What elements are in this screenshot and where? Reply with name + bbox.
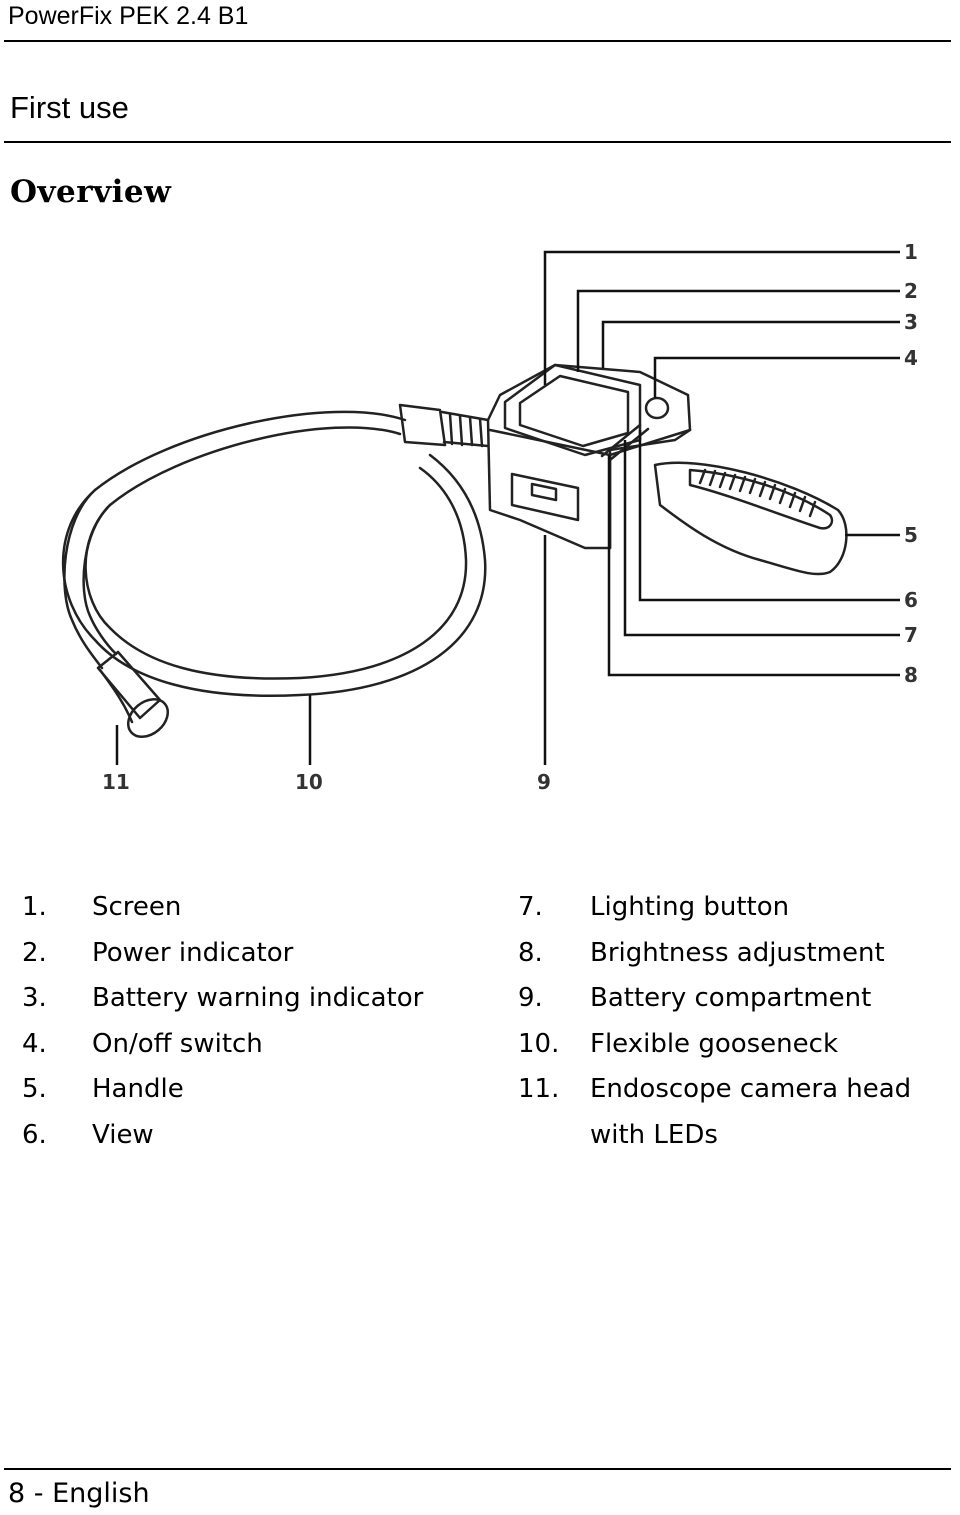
legend-item: 11. Endoscope camera head: [518, 1067, 948, 1113]
legend-item-label: Power indicator: [92, 937, 294, 968]
handle-shape: [653, 461, 848, 576]
handle-grip: [688, 468, 834, 530]
callout-line-4: [653, 356, 900, 398]
cable-connector: [398, 403, 447, 447]
legend-item-number: 8.: [518, 937, 543, 968]
legend-item: 9. Battery compartment: [518, 976, 948, 1022]
page-footer: 8 - English: [8, 1478, 150, 1509]
overview-heading: Overview: [10, 174, 172, 210]
callout-number-9: 9: [537, 770, 551, 794]
legend-item-label: Brightness adjustment: [590, 937, 885, 968]
legend-item: 2. Power indicator: [22, 931, 472, 977]
callout-number-7: 7: [904, 623, 918, 647]
callout-number-4: 4: [904, 346, 918, 370]
endoscope-illustration: 1 2 3 4 5 6 7 8 9 10 11: [61, 240, 918, 794]
legend-item-label: On/off switch: [92, 1028, 263, 1059]
legend-item-number: 10.: [518, 1028, 560, 1059]
screen-display: [518, 374, 630, 448]
section-rule: [4, 141, 951, 143]
footer-rule: [4, 1468, 951, 1470]
callout-line-6: [638, 430, 900, 602]
callout-number-5: 5: [904, 523, 918, 547]
legend-item-label: View: [92, 1119, 154, 1150]
callout-number-10: 10: [295, 770, 323, 794]
camera-head-body: [96, 650, 162, 720]
callout-line-3: [601, 320, 900, 368]
legend-item-label: Handle: [92, 1074, 184, 1104]
callout-line-2: [576, 289, 900, 372]
legend-item: 6. View: [22, 1113, 472, 1159]
legend-item: 8. Brightness adjustment: [518, 931, 948, 977]
legend-item-number: 11.: [518, 1074, 560, 1104]
legend-item-label: Endoscope camera head: [590, 1074, 912, 1104]
device-diagram: 1 2 3 4 5 6 7 8 9 10 11: [0, 230, 960, 810]
callout-line-7: [623, 440, 900, 637]
legend-item: 1. Screen: [22, 885, 472, 931]
legend-item-number: 2.: [22, 937, 47, 968]
callout-number-3: 3: [904, 310, 918, 334]
legend-item-label: Screen: [92, 892, 182, 922]
section-title: First use: [10, 90, 129, 125]
legend-item-number: 9.: [518, 983, 543, 1013]
legend-item-number: 3.: [22, 983, 47, 1013]
power-switch-shape: [644, 396, 670, 420]
legend-item-label: Lighting button: [590, 892, 790, 922]
legend-item-number: 1.: [22, 892, 47, 922]
callout-line-1: [543, 250, 900, 385]
callout-number-6: 6: [904, 588, 918, 612]
legend-item-label: Battery compartment: [590, 983, 872, 1013]
gooseneck-outer-path: [61, 410, 487, 697]
legend-item-number: 5.: [22, 1074, 47, 1104]
header-rule: [4, 40, 951, 42]
callout-number-1: 1: [904, 240, 918, 264]
battery-compartment-shape: [510, 472, 580, 522]
legend-item: 4. On/off switch: [22, 1022, 472, 1068]
camera-head-lens: [127, 698, 169, 738]
legend-left-column: 1. Screen 2. Power indicator 3. Battery …: [22, 885, 472, 1158]
page-header-title: PowerFix PEK 2.4 B1: [8, 2, 249, 30]
legend-right-column: 7. Lighting button 8. Brightness adjustm…: [518, 885, 948, 1158]
callout-line-8: [607, 455, 900, 677]
legend-item-label: Flexible gooseneck: [590, 1028, 839, 1059]
callout-number-2: 2: [904, 279, 918, 303]
gooseneck-tail-inner: [82, 503, 118, 656]
gooseneck-inner-path: [84, 426, 468, 680]
legend-item: 5. Handle: [22, 1067, 472, 1113]
callout-number-8: 8: [904, 663, 918, 687]
legend-item-continuation: with LEDs: [590, 1119, 718, 1150]
gooseneck-tail-outer: [63, 488, 104, 670]
legend-item: 7. Lighting button: [518, 885, 948, 931]
legend-item-number: 4.: [22, 1028, 47, 1059]
legend-item-number: 6.: [22, 1119, 47, 1150]
legend-item: 3. Battery warning indicator: [22, 976, 472, 1022]
legend-item-label: Battery warning indicator: [92, 983, 424, 1013]
legend-item-number: 7.: [518, 892, 543, 922]
callout-number-11: 11: [102, 770, 130, 794]
legend-item: 10. Flexible gooseneck: [518, 1022, 948, 1068]
